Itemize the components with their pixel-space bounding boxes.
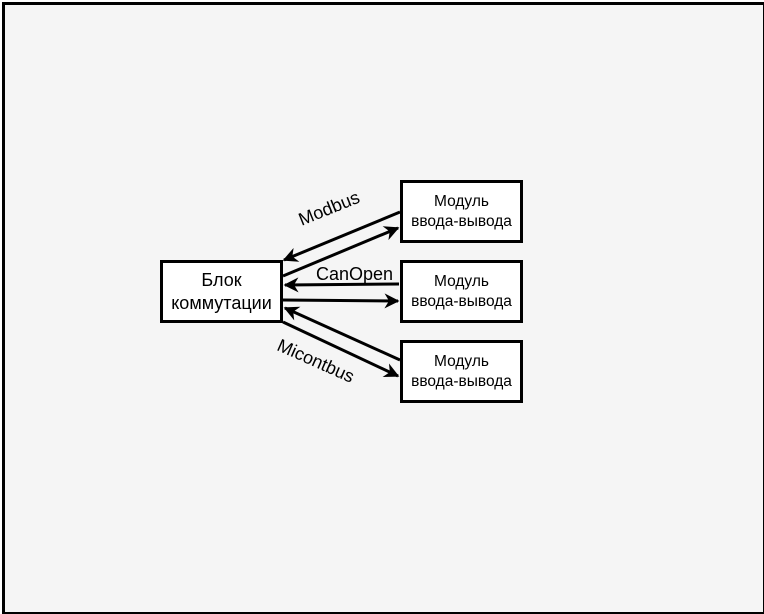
link-label-canopen: CanOpen (316, 264, 394, 284)
io-module-line1: Модуль (434, 192, 489, 210)
io-module-bottom: Модуль ввода-вывода (400, 340, 523, 403)
arrow-modbus-to-switch (282, 210, 401, 262)
io-module-middle: Модуль ввода-вывода (400, 260, 523, 323)
switch-block-line2: коммутации (171, 292, 272, 313)
arrow-micontbus-to-switch (283, 306, 401, 362)
io-module-line2: ввода-вывода (411, 372, 512, 390)
io-module-top: Модуль ввода-вывода (400, 180, 523, 243)
switch-block-line1: Блок (201, 269, 242, 290)
arrow-canopen-to-module (282, 293, 400, 309)
arrow-modbus-to-module (282, 226, 400, 278)
switch-block: Блок коммутации (160, 260, 283, 323)
io-module-line1: Модуль (434, 272, 489, 290)
arrow-canopen-to-switch (283, 277, 400, 293)
arrow-micontbus-to-module (282, 320, 400, 378)
io-module-line2: ввода-вывода (411, 292, 512, 310)
io-module-line2: ввода-вывода (411, 212, 512, 230)
io-module-line1: Модуль (434, 352, 489, 370)
